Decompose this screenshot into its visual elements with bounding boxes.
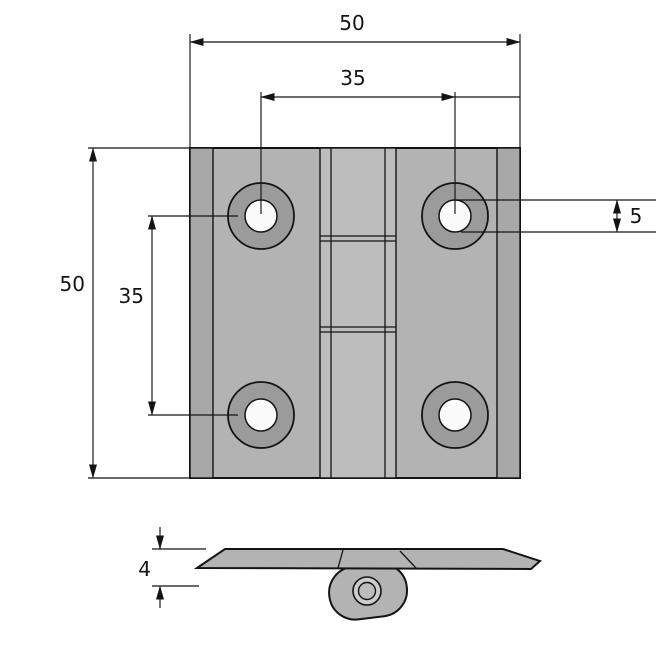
hole-bottom-left — [227, 381, 295, 449]
side-view — [193, 548, 542, 621]
screw-hole — [244, 398, 278, 432]
right-edge-strip — [496, 147, 521, 479]
front-view — [189, 147, 521, 479]
knuckle-column — [319, 147, 397, 479]
knuckle-joint-edge — [337, 549, 344, 569]
dimension-value: 35 — [340, 66, 365, 90]
screw-hole — [438, 398, 472, 432]
dimension-hole-diameter: 5 — [455, 199, 656, 233]
dimension-value: 4 — [138, 557, 151, 581]
leaf-profile — [193, 548, 542, 571]
knuckle-joint-edge — [399, 550, 417, 569]
dimension-value: 35 — [119, 284, 144, 308]
dimension-overall-height: 50 — [60, 147, 190, 479]
left-edge-strip — [189, 147, 214, 479]
dimension-value: 50 — [60, 272, 85, 296]
dimension-leaf-thickness: 4 — [138, 527, 206, 608]
dimension-value: 50 — [339, 11, 364, 35]
pin-bore-inner — [357, 581, 377, 601]
dimension-overall-width: 50 — [189, 11, 521, 148]
dimension-hole-pitch-vertical: 35 — [119, 215, 238, 416]
hole-bottom-right — [421, 381, 489, 449]
dimension-hole-pitch-horizontal: 35 — [260, 66, 520, 214]
dimension-value: 5 — [630, 204, 643, 228]
